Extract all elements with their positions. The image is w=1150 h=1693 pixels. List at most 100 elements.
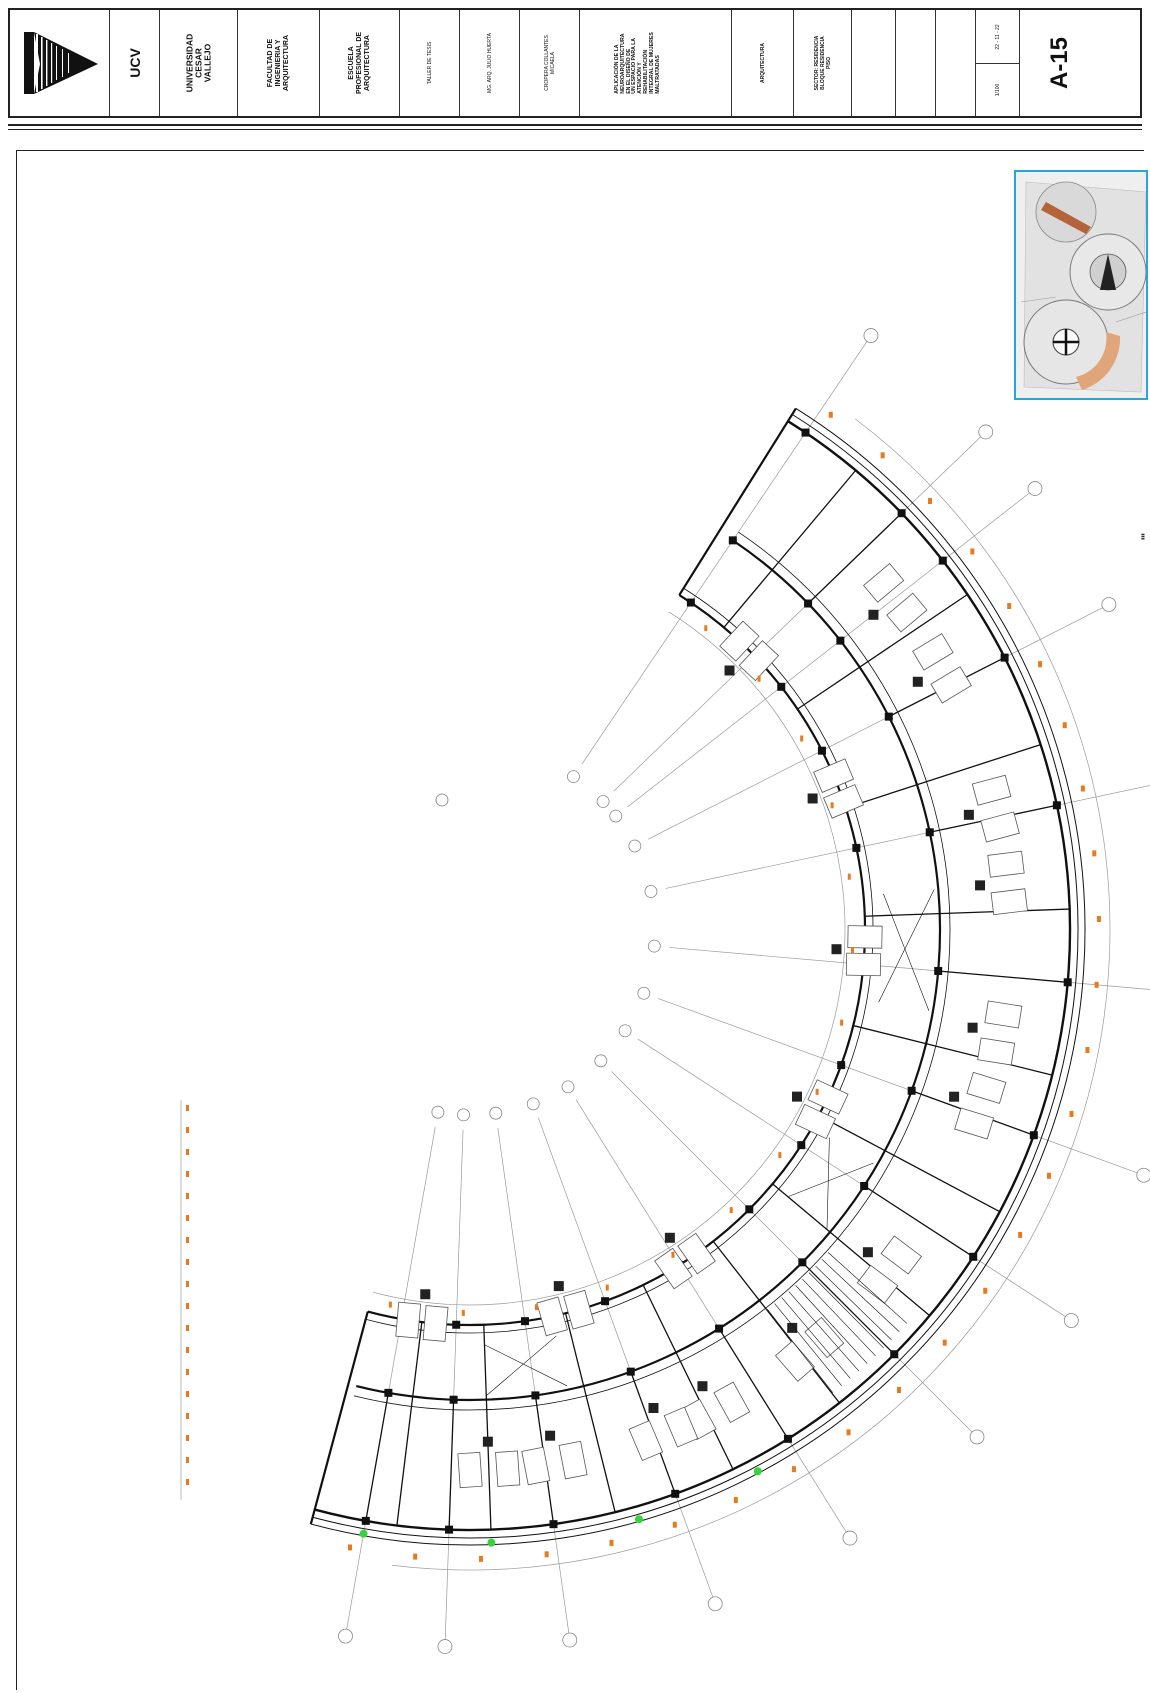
facade-arc-1 bbox=[312, 413, 1079, 1539]
structural-column bbox=[1052, 801, 1061, 810]
room-tag bbox=[949, 1091, 960, 1102]
dimension-mark bbox=[609, 1539, 614, 1546]
structural-column bbox=[384, 1388, 393, 1397]
logo-cell bbox=[10, 10, 110, 116]
partition-wall bbox=[712, 1240, 840, 1404]
bed bbox=[912, 633, 954, 671]
dimension-mark bbox=[729, 1207, 733, 1214]
dimension-mark bbox=[880, 452, 885, 459]
grid-axis-bubble bbox=[644, 885, 658, 898]
void-cross bbox=[878, 889, 935, 1003]
dimension-mark bbox=[1094, 981, 1099, 988]
grid-axis-bubble bbox=[842, 1530, 858, 1546]
grid-axis-bubble bbox=[637, 986, 651, 1000]
bed bbox=[847, 925, 883, 949]
acronym-cell: UCV bbox=[110, 10, 160, 116]
bed bbox=[558, 1440, 588, 1480]
blank-cell-2 bbox=[896, 10, 936, 116]
bed bbox=[990, 888, 1028, 916]
room-tag bbox=[697, 1381, 708, 1392]
room-tag bbox=[724, 665, 735, 676]
bed bbox=[980, 811, 1020, 843]
header-rule-thick bbox=[8, 124, 1142, 126]
header-rule-thin bbox=[8, 129, 1142, 130]
stair-tread bbox=[815, 1265, 892, 1341]
room-tag bbox=[831, 944, 842, 955]
dimension-mark bbox=[896, 1387, 901, 1394]
bed bbox=[395, 1301, 422, 1339]
faculty-cell: FACULTAD DE INGENIERIA Y ARQUITECTURA bbox=[238, 10, 320, 116]
structural-column bbox=[449, 1395, 458, 1404]
dimension-mark bbox=[850, 947, 854, 954]
stair-tread bbox=[808, 1272, 884, 1349]
room-tag bbox=[975, 880, 986, 891]
bed bbox=[536, 1296, 568, 1337]
bed bbox=[807, 1079, 849, 1115]
drawing-frame bbox=[16, 150, 1144, 1690]
dimension-mark bbox=[535, 1304, 539, 1311]
structural-column bbox=[671, 1489, 680, 1498]
corridor-wall-arc bbox=[356, 539, 942, 1402]
dimension-mark bbox=[388, 1301, 392, 1308]
void-cross bbox=[787, 1162, 874, 1198]
bed bbox=[738, 640, 780, 682]
grid-axis-bubble bbox=[567, 770, 580, 784]
dimension-mark bbox=[778, 1152, 782, 1159]
structural-column bbox=[801, 428, 810, 437]
dimension-mark bbox=[815, 1088, 819, 1095]
grid-axis-line bbox=[627, 492, 1030, 808]
structural-column bbox=[728, 536, 737, 545]
outer-wall-arc bbox=[314, 420, 1072, 1532]
date-box: 22 - 11 - 22 bbox=[976, 10, 1019, 64]
blank-cell-1 bbox=[852, 10, 896, 116]
partition-wall bbox=[772, 1183, 931, 1317]
structural-column bbox=[817, 746, 826, 755]
dimension-mark bbox=[704, 625, 708, 632]
dimension-mark bbox=[733, 1497, 738, 1504]
end-wall bbox=[678, 407, 797, 596]
dimension-mark bbox=[840, 1019, 844, 1026]
grid-axis-bubble bbox=[1027, 481, 1043, 496]
dimension-mark bbox=[830, 802, 834, 809]
dimension-mark bbox=[186, 1479, 189, 1485]
bed bbox=[823, 784, 864, 819]
dimension-mark bbox=[186, 1171, 189, 1177]
dimension-mark bbox=[186, 1215, 189, 1221]
dimension-mark bbox=[1007, 603, 1012, 610]
room-tag bbox=[787, 1322, 798, 1333]
partition-wall bbox=[396, 1321, 423, 1526]
dimension-mark bbox=[791, 1466, 796, 1473]
grid-axis-line bbox=[613, 436, 981, 792]
partition-wall bbox=[864, 908, 1070, 917]
green-marker bbox=[487, 1538, 496, 1547]
structural-column bbox=[836, 636, 845, 645]
stair-tread bbox=[827, 1252, 908, 1324]
structural-column bbox=[626, 1367, 635, 1376]
stair-tread bbox=[821, 1259, 900, 1332]
dimension-mark bbox=[186, 1237, 189, 1243]
dimension-mark bbox=[828, 411, 833, 418]
partition-wall bbox=[365, 1392, 390, 1521]
structural-column bbox=[686, 598, 695, 607]
grid-axis-bubble bbox=[647, 939, 661, 953]
room-tag bbox=[807, 793, 818, 804]
void-cross bbox=[883, 893, 930, 1012]
grid-axis-line bbox=[637, 1038, 1066, 1317]
dimension-mark bbox=[800, 735, 804, 742]
facade-arc-2 bbox=[310, 408, 1086, 1546]
dimension-mark bbox=[186, 1281, 189, 1287]
structural-column bbox=[777, 682, 786, 691]
blank-cell-3 bbox=[936, 10, 976, 116]
green-marker bbox=[359, 1529, 368, 1538]
bed bbox=[422, 1305, 449, 1342]
grid-axis-bubble bbox=[594, 1054, 608, 1068]
bed bbox=[713, 1381, 751, 1424]
grid-axis-bubble bbox=[1101, 597, 1117, 612]
partition-wall bbox=[845, 743, 1041, 809]
dimension-mark bbox=[544, 1551, 549, 1558]
grid-axis-bubble bbox=[562, 1632, 578, 1648]
bed bbox=[880, 1235, 923, 1275]
stair-tread bbox=[781, 1297, 851, 1379]
bed bbox=[987, 850, 1025, 878]
